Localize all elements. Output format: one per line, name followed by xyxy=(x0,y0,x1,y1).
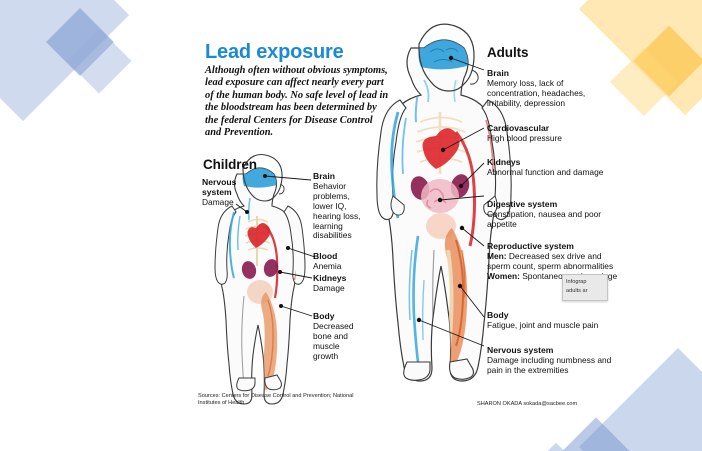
label-body: Constipation, nausea and poor appetite xyxy=(487,208,602,229)
label-body: Abnormal function and damage xyxy=(487,166,604,177)
label-child-nervous-system: Nervous system Damage xyxy=(202,177,260,208)
label-adult-body: Body Fatigue, joint and muscle pain xyxy=(487,310,617,331)
label-body: Damage including numbness and pain in th… xyxy=(487,354,612,375)
label-adult-digestive-system: Digestive system Constipation, nausea an… xyxy=(487,199,617,230)
sources-credit: Sources: Centers for Disease Control and… xyxy=(198,393,354,406)
byline-credit: SHARON OKADA sokada@sacbee.com xyxy=(477,401,578,407)
tooltip-line-1: Infograp xyxy=(566,279,587,285)
label-title: Body xyxy=(313,311,335,321)
label-body: Damage xyxy=(202,196,234,207)
decorative-diamond-top-right-small-1 xyxy=(633,25,702,97)
label-child-body: Body Decreased bone and muscle growth xyxy=(313,311,365,362)
decorative-diamond-top-right-small-2 xyxy=(610,48,678,116)
label-title: Blood xyxy=(313,251,338,261)
decorative-diamond-top-left-small-1 xyxy=(46,8,114,76)
intro-paragraph: Although often without obvious symptoms,… xyxy=(205,65,389,139)
label-title: Cardiovascular xyxy=(487,123,550,133)
label-body: Damage xyxy=(313,282,345,293)
adult-leader-lines xyxy=(418,57,485,347)
label-adult-brain: Brain Memory loss, lack of concentration… xyxy=(487,68,617,109)
label-child-brain: Brain Behavior problems, lower IQ, heari… xyxy=(313,171,371,241)
label-title: Digestive system xyxy=(487,199,558,209)
label-body: Behavior problems, lower IQ, hearing los… xyxy=(313,180,361,241)
page-title: Lead exposure xyxy=(205,41,344,63)
label-body: Anemia xyxy=(313,260,342,271)
label-body: High blood pressure xyxy=(487,132,562,143)
decorative-diamond-top-left-small-2 xyxy=(66,28,132,94)
label-men-body: Decreased sex drive and sperm count, spe… xyxy=(487,250,614,271)
decorative-diamond-top-left-large xyxy=(0,0,130,122)
label-body: Decreased bone and muscle growth xyxy=(313,320,354,361)
label-title: Brain xyxy=(313,171,335,181)
adult-leader-dots xyxy=(416,55,465,323)
section-heading-adults: Adults xyxy=(487,45,529,60)
label-title: Kidneys xyxy=(487,157,521,167)
label-title: Body xyxy=(487,310,509,320)
label-adult-nervous-system: Nervous system Damage including numbness… xyxy=(487,345,627,376)
decorative-diamond-bottom-right-small-2 xyxy=(527,442,585,451)
label-men: Men: xyxy=(487,250,507,261)
label-adult-kidneys: Kidneys Abnormal function and damage xyxy=(487,157,617,178)
label-women: Women: xyxy=(487,270,520,281)
label-title: Kidneys xyxy=(313,273,347,283)
label-title: Nervous system xyxy=(487,345,554,355)
label-body: Fatigue, joint and muscle pain xyxy=(487,319,599,330)
hover-tooltip: Infograp adults ar xyxy=(562,274,608,301)
label-title: Brain xyxy=(487,68,509,78)
label-child-kidneys: Kidneys Damage xyxy=(313,273,371,294)
label-body: Memory loss, lack of concentration, head… xyxy=(487,77,586,108)
label-child-blood: Blood Anemia xyxy=(313,251,371,272)
label-adult-cardiovascular: Cardiovascular High blood pressure xyxy=(487,123,617,144)
tooltip-line-2: adults ar xyxy=(566,288,588,294)
label-title: Reproductive system xyxy=(487,241,574,251)
section-heading-children: Children xyxy=(203,157,257,172)
label-title: Nervous system xyxy=(202,177,237,197)
decorative-diamond-bottom-right-small-1 xyxy=(556,417,636,451)
